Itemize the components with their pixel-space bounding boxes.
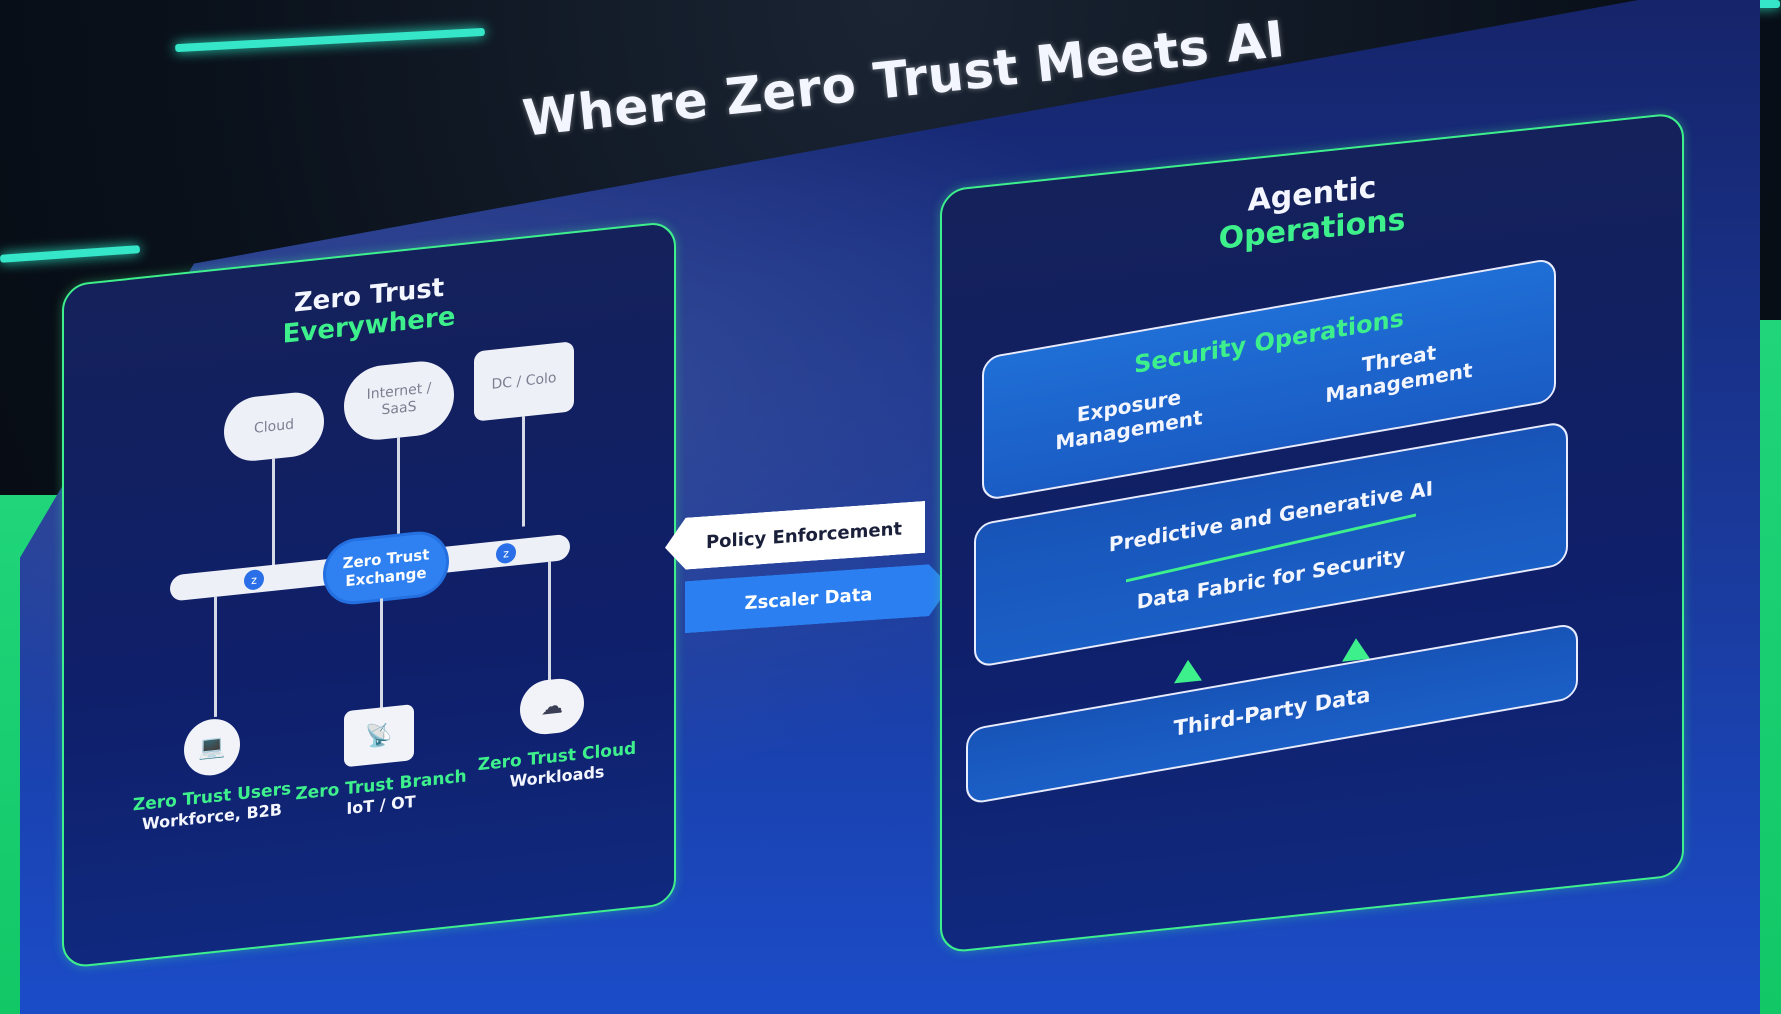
cloud-icon: Cloud	[224, 389, 324, 464]
cloud-label: Cloud	[254, 416, 294, 437]
users-connector-line	[214, 596, 217, 718]
exchange-label: Zero Trust Exchange	[342, 545, 430, 591]
zero-trust-everywhere-panel: Zero Trust Everywhere Cloud Internet / S…	[62, 220, 676, 969]
branch-connector-line	[380, 598, 383, 709]
exposure-management-label: Exposure Management	[1055, 384, 1203, 455]
internet-saas-label: Internet / SaaS	[366, 380, 432, 419]
zscaler-data-label: Zscaler Data	[744, 583, 873, 614]
saas-connector-line	[397, 437, 400, 546]
policy-enforcement-arrow: Policy Enforcement	[665, 501, 925, 571]
slide-title: Where Zero Trust Meets AI	[520, 9, 1288, 148]
right-panel-heading: Agentic Operations	[942, 138, 1682, 286]
data-fabric-label: Data Fabric for Security	[1136, 542, 1406, 614]
dc-colo-building-icon: DC / Colo	[474, 341, 574, 422]
cloud-endpoint-label: Zero Trust Cloud Workloads	[452, 736, 662, 797]
left-panel-heading: Zero Trust Everywhere	[64, 249, 674, 373]
policy-enforcement-label: Policy Enforcement	[705, 518, 902, 553]
threat-management-label: Threat Management	[1325, 340, 1473, 408]
dc-connector-line	[522, 416, 525, 527]
agentic-operations-panel: Agentic Operations Security Operations E…	[940, 111, 1684, 955]
zscaler-data-arrow: Zscaler Data	[685, 563, 950, 634]
led-strip-right	[1740, 0, 1780, 8]
up-arrow-right-icon	[1342, 636, 1370, 662]
dc-colo-label: DC / Colo	[491, 370, 557, 393]
zero-trust-exchange-cloud: Zero Trust Exchange	[326, 531, 446, 605]
iot-device-icon: 📡	[344, 704, 414, 768]
cloud-workload-connector-line	[548, 561, 551, 682]
up-arrow-left-icon	[1174, 658, 1202, 684]
internet-saas-cloud-icon: Internet / SaaS	[344, 357, 454, 444]
cloud-connector-line	[272, 458, 275, 571]
workload-cloud-icon: ☁	[520, 676, 584, 737]
laptop-icon: 💻	[184, 716, 240, 779]
third-party-data-label: Third-Party Data	[1173, 682, 1371, 741]
